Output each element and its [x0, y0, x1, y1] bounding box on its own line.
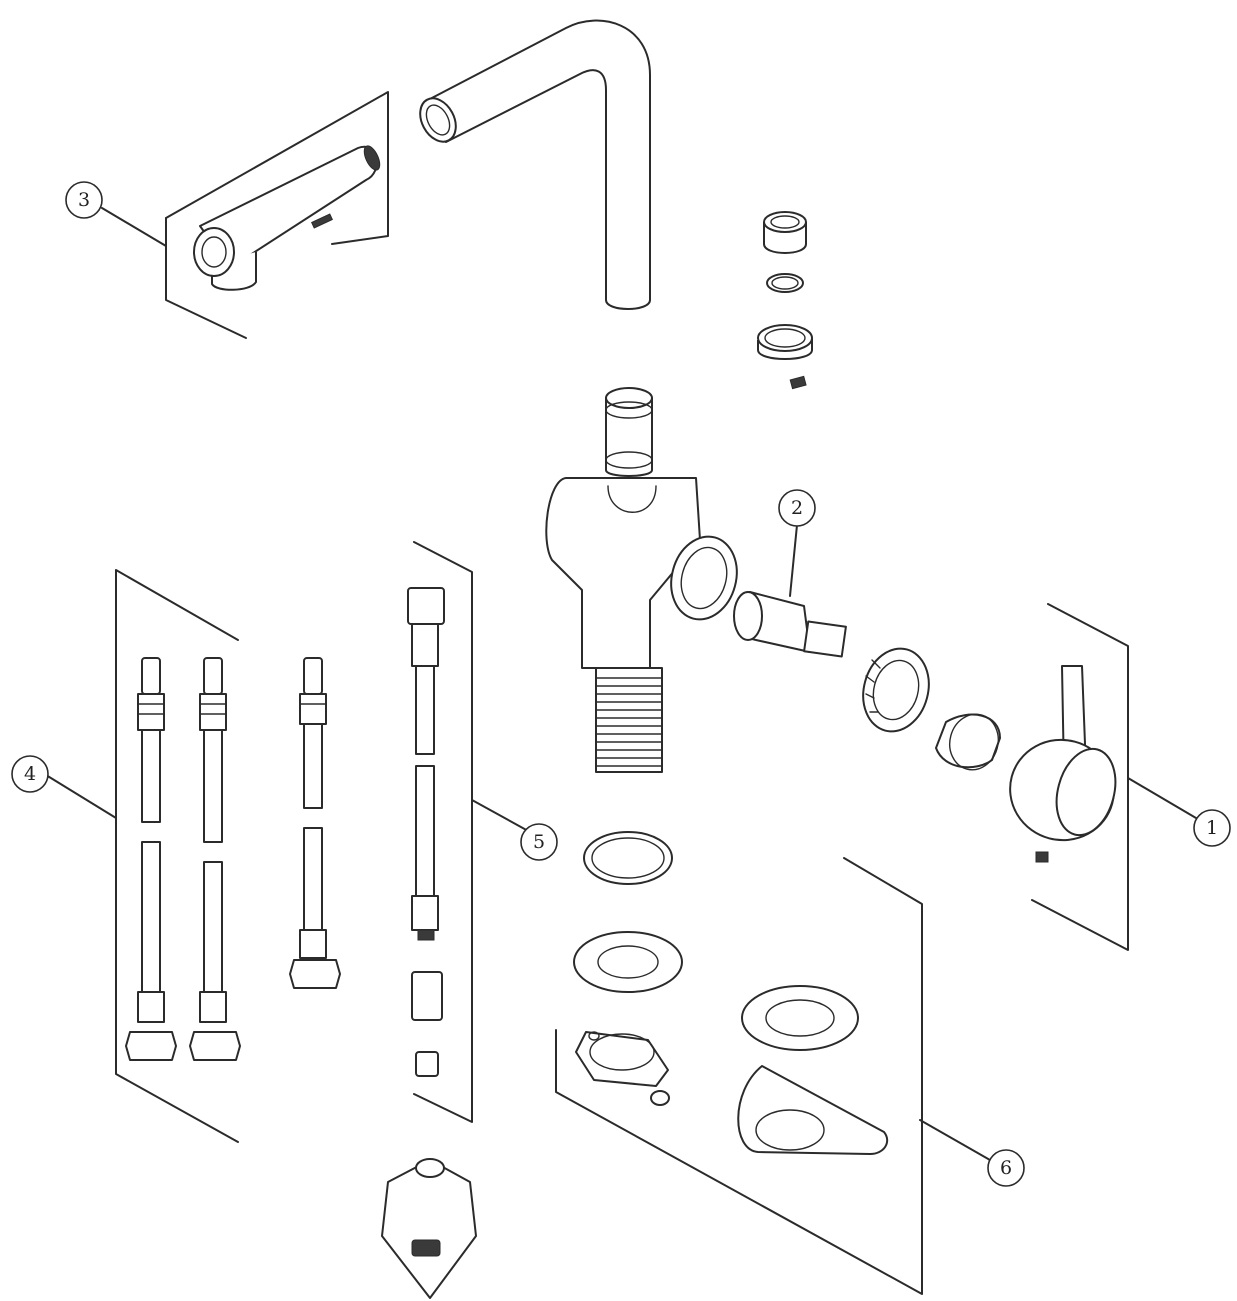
group-4-hoses: [45, 569, 341, 1143]
callout-4-label: 4: [24, 763, 36, 785]
callout-3: 3: [65, 181, 103, 219]
callout-6: 6: [987, 1149, 1025, 1187]
hose-a: [125, 657, 177, 1061]
mounting-washer: [741, 985, 859, 1051]
callout-1: 1: [1193, 809, 1231, 847]
spout-pipe: [419, 19, 651, 310]
hose-counterweight: [381, 1158, 477, 1299]
threaded-shank: [595, 677, 663, 767]
faucet-body: [545, 387, 738, 773]
leader-3: [101, 207, 167, 247]
callout-5: 5: [520, 823, 558, 861]
callout-3-label: 3: [78, 189, 90, 211]
group-6-mounting-kit: [555, 857, 991, 1295]
callout-6-label: 6: [1000, 1157, 1012, 1179]
callout-4: 4: [11, 755, 49, 793]
group-1-handle: [1009, 603, 1129, 951]
locknut: [862, 647, 930, 733]
flat-washer: [573, 931, 683, 993]
callout-5-label: 5: [533, 831, 545, 853]
hose-c: [289, 657, 341, 989]
o-ring: [583, 831, 673, 885]
leader-1: [1127, 777, 1197, 819]
triangular-bracket: [737, 1065, 889, 1155]
group-5-pullout-hose: [407, 541, 531, 1123]
mounting-plate: [575, 1031, 670, 1106]
group-2-cartridge: [733, 524, 847, 658]
spout-small-parts: [757, 211, 813, 390]
callout-1-label: 1: [1206, 817, 1218, 839]
cover-ring: [935, 713, 1001, 771]
callout-2: 2: [778, 489, 816, 527]
callout-2-label: 2: [791, 497, 803, 519]
hose-b: [189, 657, 241, 1061]
group-3-spray-head: [165, 91, 389, 339]
